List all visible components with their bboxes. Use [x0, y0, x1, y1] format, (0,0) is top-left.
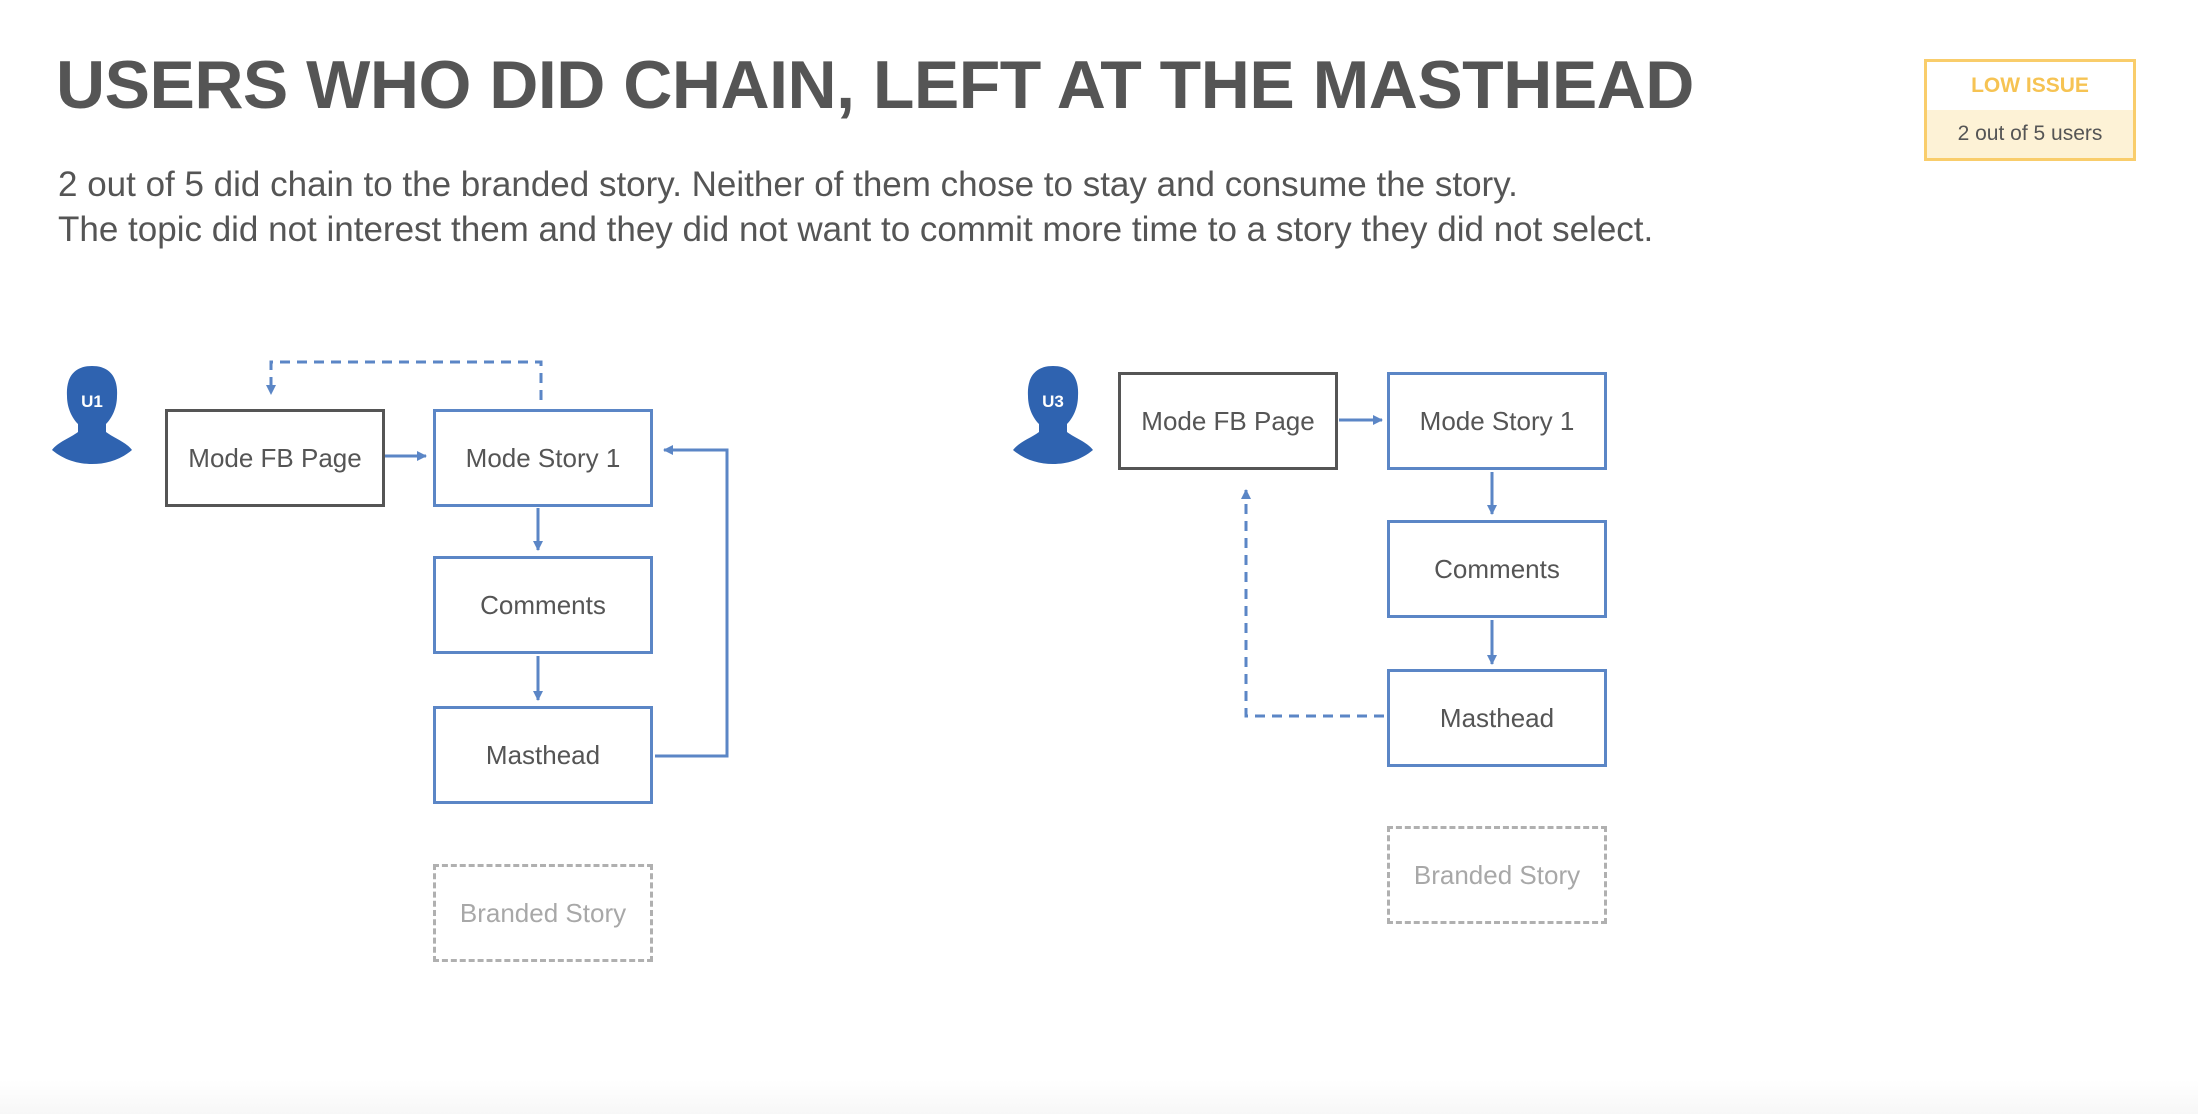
page-title: USERS WHO DID CHAIN, LEFT AT THE MASTHEA…	[56, 47, 1694, 123]
user-avatar-u3: U3	[1011, 364, 1095, 464]
u1-node-branded-story: Branded Story	[433, 864, 653, 962]
footer-band	[0, 1080, 2198, 1114]
u3-node-comments: Comments	[1387, 520, 1607, 618]
u3-node-mode-story-1: Mode Story 1	[1387, 372, 1607, 470]
u1-node-mode-story-1: Mode Story 1	[433, 409, 653, 507]
u3-node-masthead: Masthead	[1387, 669, 1607, 767]
u1-node-masthead: Masthead	[433, 706, 653, 804]
user-silhouette-icon	[1013, 366, 1093, 464]
description-line-1: 2 out of 5 did chain to the branded stor…	[58, 165, 1518, 204]
u1-dashed-story-back-to-fb	[266, 360, 543, 400]
u1-node-mode-fb-page: Mode FB Page	[165, 409, 385, 507]
u3-node-mode-fb-page: Mode FB Page	[1118, 372, 1338, 470]
u3-dashed-masthead-back-to-fb	[1241, 489, 1384, 718]
affected-users-count: 2 out of 5 users	[1927, 110, 2133, 158]
u1-node-comments: Comments	[433, 556, 653, 654]
page-description: 2 out of 5 did chain to the branded stor…	[58, 162, 1653, 252]
user-silhouette-icon	[52, 366, 132, 464]
user-label-u1: U1	[81, 392, 103, 411]
user-avatar-u1: U1	[50, 364, 134, 464]
user-label-u3: U3	[1042, 392, 1064, 411]
description-line-2: The topic did not interest them and they…	[58, 210, 1654, 249]
severity-label: LOW ISSUE	[1971, 74, 2089, 97]
u3-node-branded-story: Branded Story	[1387, 826, 1607, 924]
issue-severity-badge: LOW ISSUE 2 out of 5 users	[1924, 59, 2136, 161]
u1-arrow-masthead-back-to-story	[655, 445, 729, 758]
